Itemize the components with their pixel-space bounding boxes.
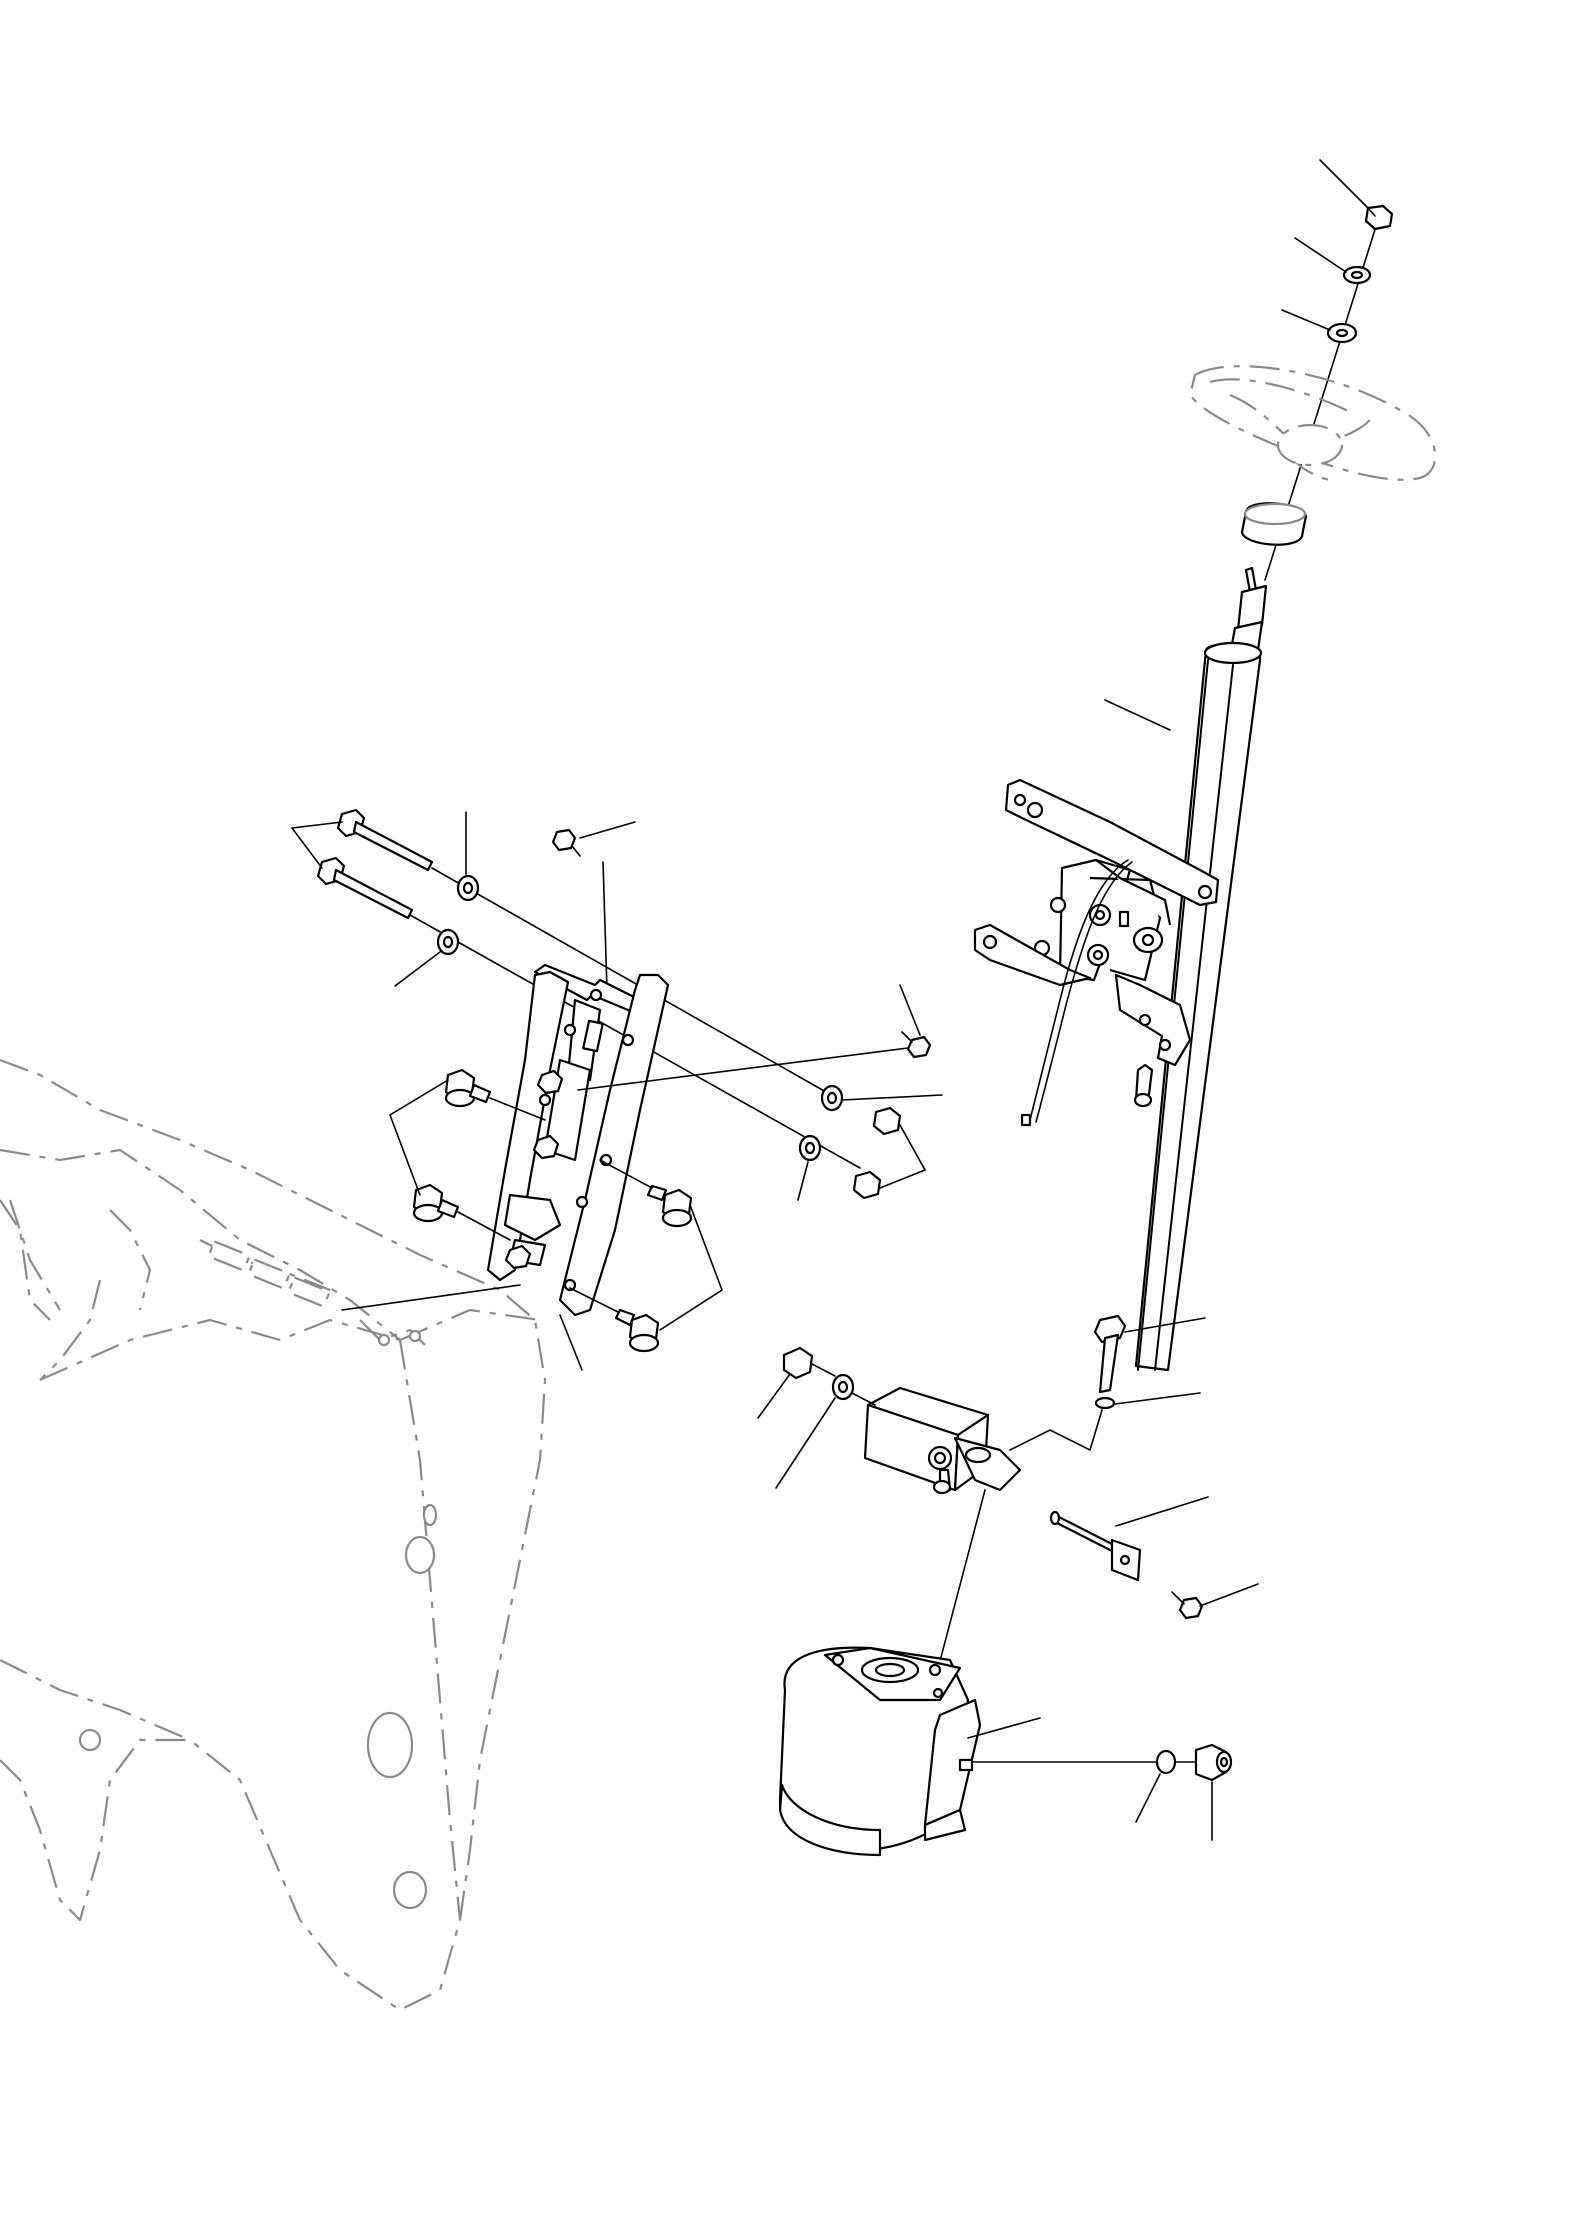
top-nut [1364, 204, 1394, 231]
flange-bolt-left-lower [412, 1183, 460, 1223]
end-nut-upper [872, 1106, 902, 1136]
long-bolt-lower [316, 856, 414, 920]
leader-frame-top-screw [579, 821, 636, 839]
leader-flange-bolts-left [389, 1079, 449, 1196]
leader-frame-to-chassis [341, 1284, 521, 1311]
pivot-pin [1049, 1510, 1142, 1582]
leader-steering-unit [967, 1717, 1041, 1739]
pivot-nut [782, 1346, 836, 1380]
mounting-frame [486, 963, 670, 1317]
flange-bolt-right-lower [614, 1308, 660, 1353]
leader-port-o-ring [1135, 1773, 1161, 1823]
leader-lock-washer [1294, 237, 1347, 273]
frame-top-screw [551, 828, 581, 857]
leader-pin-washer [1114, 1392, 1201, 1405]
chassis-plug-1 [404, 1535, 436, 1575]
leader-end-washer-upper [841, 1094, 943, 1101]
leader-plate-screw [1199, 1583, 1259, 1607]
leader-end-nuts [879, 1124, 927, 1189]
chassis-bore [366, 1711, 414, 1779]
flange-bolt-left-upper [444, 1068, 492, 1108]
web-screw [901, 1031, 932, 1059]
bolt-axis [1009, 1409, 1103, 1452]
explode-axis-upper-bolt [431, 867, 827, 1093]
leader-mounting-frame [559, 1314, 583, 1371]
long-bolt-upper [336, 808, 434, 872]
port-fitting [1194, 1743, 1233, 1782]
leader-pivot-pin [1115, 1496, 1209, 1527]
lower-pivot-block [863, 1386, 1022, 1495]
leader-pivot-nut [757, 1373, 791, 1419]
web-screw-axis [577, 1047, 909, 1091]
leader-column-tube [1104, 699, 1171, 731]
plate-screw [1171, 1591, 1204, 1620]
steering-wheel-phantom [1188, 365, 1437, 482]
leader-top-nut [1319, 159, 1369, 209]
column-boot [1240, 502, 1308, 546]
pin-bolt [1093, 1314, 1127, 1394]
leader-flat-washer [1281, 309, 1331, 331]
steering-column-assembly [757, 159, 1437, 1857]
steering-column-tube [1134, 641, 1263, 1372]
leader-pivot-washer [775, 1397, 836, 1489]
leader-end-washer-lower [797, 1161, 809, 1201]
end-nut-lower [852, 1170, 882, 1200]
hydraulic-steering-unit [778, 1646, 982, 1857]
flange-bolt-right-upper [646, 1184, 693, 1228]
pin-washer [1094, 1396, 1116, 1410]
port-o-ring [1155, 1749, 1177, 1775]
explode-axis-bottom [934, 1489, 986, 1681]
column-support-bracket [973, 778, 1220, 1127]
mounting-frame-assembly [291, 808, 943, 1371]
leader-pin-bolt [1124, 1317, 1206, 1333]
leader-long-bolt-b [291, 827, 323, 869]
tractor-chassis-phantom [0, 1058, 547, 2012]
frame-top-screw-axis [602, 861, 608, 991]
leader-flange-bolts-right [659, 1204, 723, 1331]
chassis-plug-2 [392, 1870, 428, 1910]
leader-bolt-washer-lower [394, 951, 441, 987]
leader-web-screw [899, 984, 921, 1036]
leader-long-bolt-a [291, 821, 343, 829]
